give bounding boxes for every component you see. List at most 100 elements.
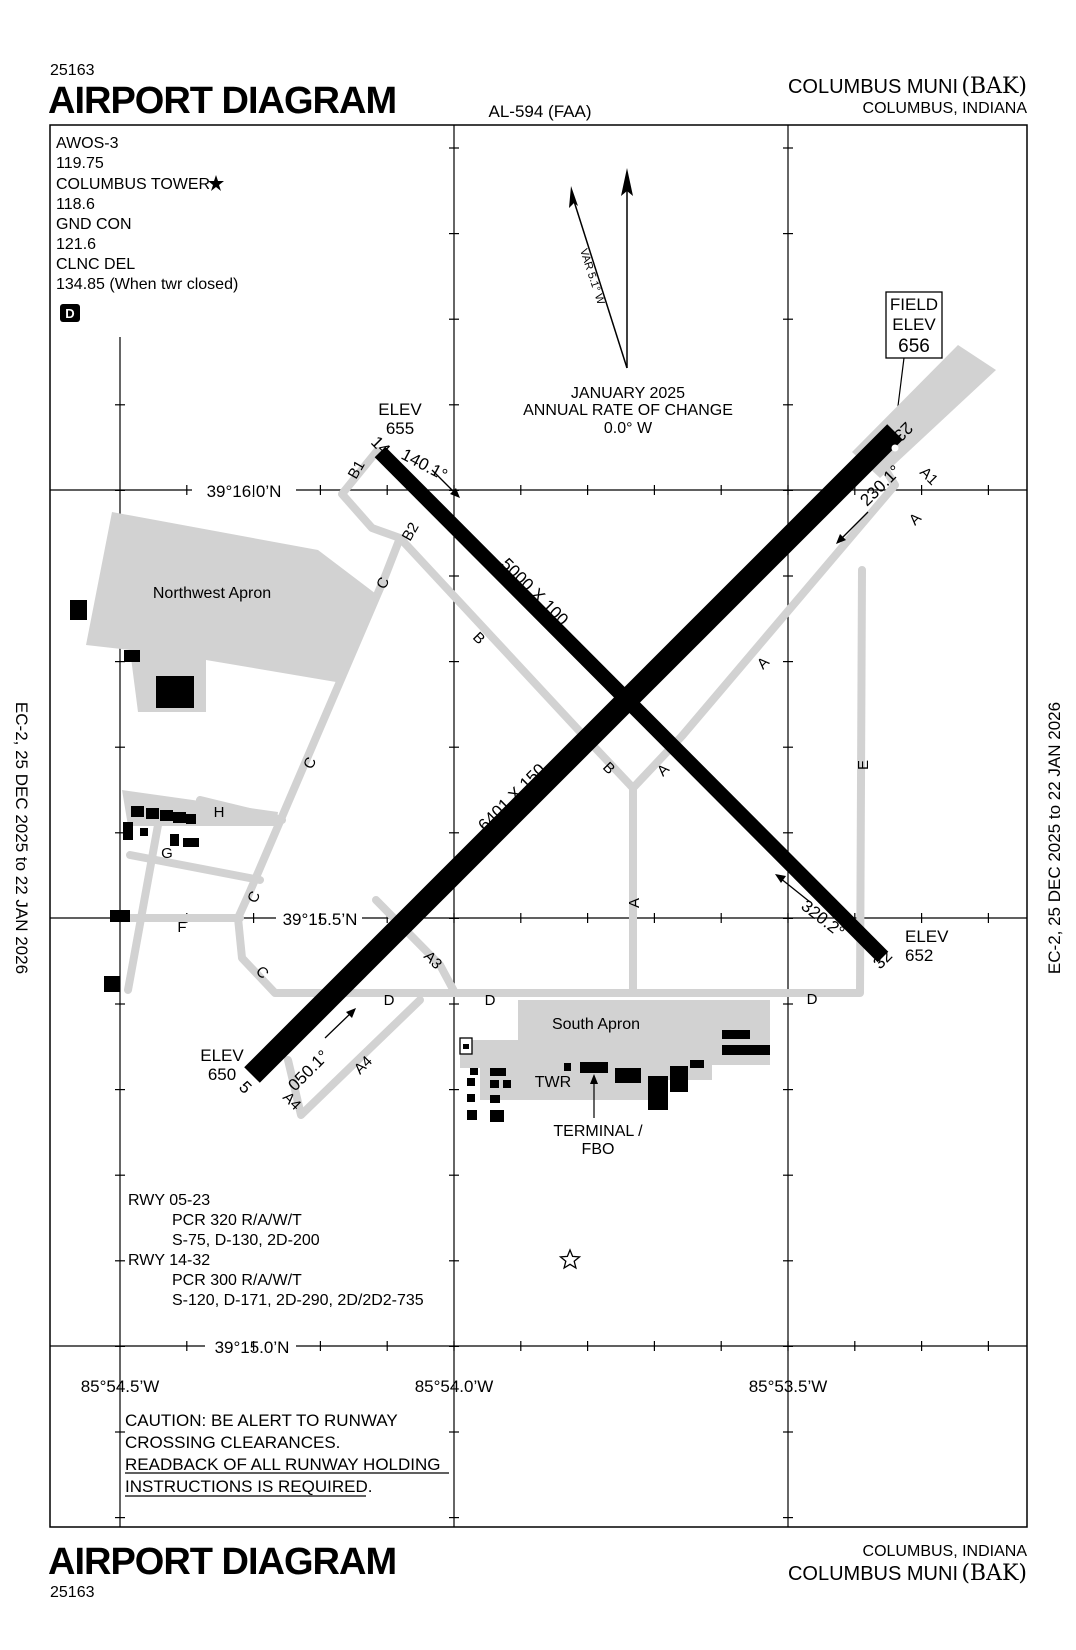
header-city-state: COLUMBUS, INDIANA [863,100,1028,117]
hangar [722,1045,770,1055]
terminal-label-2: FBO [582,1141,615,1158]
runways [244,424,903,1083]
building [124,650,140,662]
twy-label-a-4: A [626,898,643,908]
twy-label-a-3: A [906,510,925,529]
footer-title: AIRPORT DIAGRAM [48,1541,396,1583]
building [503,1080,511,1088]
effective-dates-right: EC-2, 25 DEC 2025 to 22 JAN 2026 [1045,702,1064,974]
footer-airport-name: COLUMBUS MUNI [788,1563,958,1585]
lon-label-2: 85°54.0’W [415,1377,494,1396]
taxiway-c-d [234,534,866,997]
beacon-star-icon [558,1248,582,1270]
freq-clearance: CLNC DEL [56,256,135,273]
effective-dates-left: EC-2, 25 DEC 2025 to 22 JAN 2026 [12,702,31,974]
south-apron-label: South Apron [552,1016,640,1033]
rwy-32-elev: 652 [905,946,933,965]
footer-chart-number: 25163 [50,1584,95,1601]
twy-label-d-3: D [807,991,818,1008]
twy-label-d-2: D [485,992,496,1009]
h-ramp [122,790,278,826]
twy-label-b-north: B [469,629,488,648]
twy-label-d-1: D [384,992,395,1009]
chart-id: AL-594 (FAA) [489,102,592,121]
buildings [70,600,770,1122]
fuel-icon-fill [463,1044,469,1049]
pcr-rwy-05-23-value: PCR 320 R/A/W/T [172,1212,302,1229]
rwy-14-32-dims: 5000 X 100 [497,554,572,629]
lon-label-3: 85°53.5’W [749,1377,828,1396]
variation-date: JANUARY 2025 [571,385,685,402]
header-airport-name: COLUMBUS MUNI [788,76,958,98]
taxiway-a4 [284,996,424,1119]
building [146,808,159,819]
building [470,1068,478,1075]
south-apron [460,1000,770,1100]
twy-label-c-4: C [252,963,272,983]
building [70,600,87,620]
hangar [156,676,194,708]
freq-tower-value: 118.6 [56,196,95,213]
building [490,1068,506,1076]
caution-note: CAUTION: BE ALERT TO RUNWAY CROSSING CLE… [125,1411,449,1497]
magnetic-variation: VAR 5.1° W JANUARY 2025 ANNUAL RATE OF C… [523,168,733,437]
d-badge-label: D [65,306,74,321]
magnetic-north-arrow-icon [569,186,578,208]
lat-label-1: 39°16.0’N [207,482,282,501]
rate-title: ANNUAL RATE OF CHANGE [523,402,733,419]
pcr-rwy-05-23-gear: S-75, D-130, 2D-200 [172,1232,320,1249]
taxiway-h [196,796,286,824]
runway-heading-arrows [324,469,869,1039]
rwy-14-elev-label: ELEV [378,400,422,419]
terminal-label-1: TERMINAL / [553,1123,643,1140]
freq-awos: AWOS-3 [56,135,119,152]
true-north-arrow-icon [621,168,633,196]
building [467,1094,475,1102]
field-elevation: FIELD ELEV 656 [885,291,943,436]
twy-label-a-1: A [754,654,773,673]
terminal-building [580,1062,608,1073]
taxiway-g [126,851,264,884]
footer-city-state: COLUMBUS, INDIANA [863,1543,1028,1560]
building [173,812,186,823]
building [467,1110,477,1120]
taxiway-b1 [338,447,404,542]
caution-line-4: INSTRUCTIONS IS REQUIRED. [125,1477,372,1496]
freq-tower: COLUMBUS TOWER [56,176,210,193]
header-airport-id: (BAK) [961,74,1027,99]
field-elev-value: 656 [898,336,930,357]
building [467,1078,475,1086]
building [140,828,148,836]
footer-airport-id: (BAK) [961,1561,1027,1586]
runway-05-23 [244,424,903,1083]
pcr-info: RWY 05-23 PCR 320 R/A/W/T S-75, D-130, 2… [128,1192,424,1309]
northwest-apron-label: Northwest Apron [153,585,271,602]
field-elev-point [891,444,899,452]
aprons [86,345,996,1100]
twy-label-b2: B2 [399,520,423,544]
caution-line-1: CAUTION: BE ALERT TO RUNWAY [125,1411,398,1430]
field-elev-label-2: ELEV [892,315,936,334]
hangar [722,1030,750,1039]
pcr-rwy-05-23: RWY 05-23 [128,1192,210,1209]
twy-label-e: E [855,760,872,770]
rwy-5-end: 5 [235,1077,255,1097]
building [131,806,144,817]
terminal-pointer-head-icon [590,1074,598,1084]
runway-14-32 [374,446,889,963]
building [183,838,199,847]
twy-label-a-2: A [654,761,673,780]
freq-clearance-value: 134.85 (When twr closed) [56,276,238,293]
caution-line-3: READBACK OF ALL RUNWAY HOLDING [125,1455,441,1474]
tower-star-icon [208,175,224,191]
d-badge-icon [60,304,80,322]
freq-ground-value: 121.6 [56,236,96,253]
tower-building [564,1063,571,1071]
rwy-5-elev: 650 [208,1065,236,1084]
building [160,810,173,821]
pcr-rwy-14-32: RWY 14-32 [128,1252,210,1269]
rwy-5-elev-label: ELEV [200,1046,244,1065]
variation-label: VAR 5.1° W [577,247,607,306]
lat-label-2: 39°15.5’N [283,910,358,929]
chart-frame [49,124,1028,1528]
